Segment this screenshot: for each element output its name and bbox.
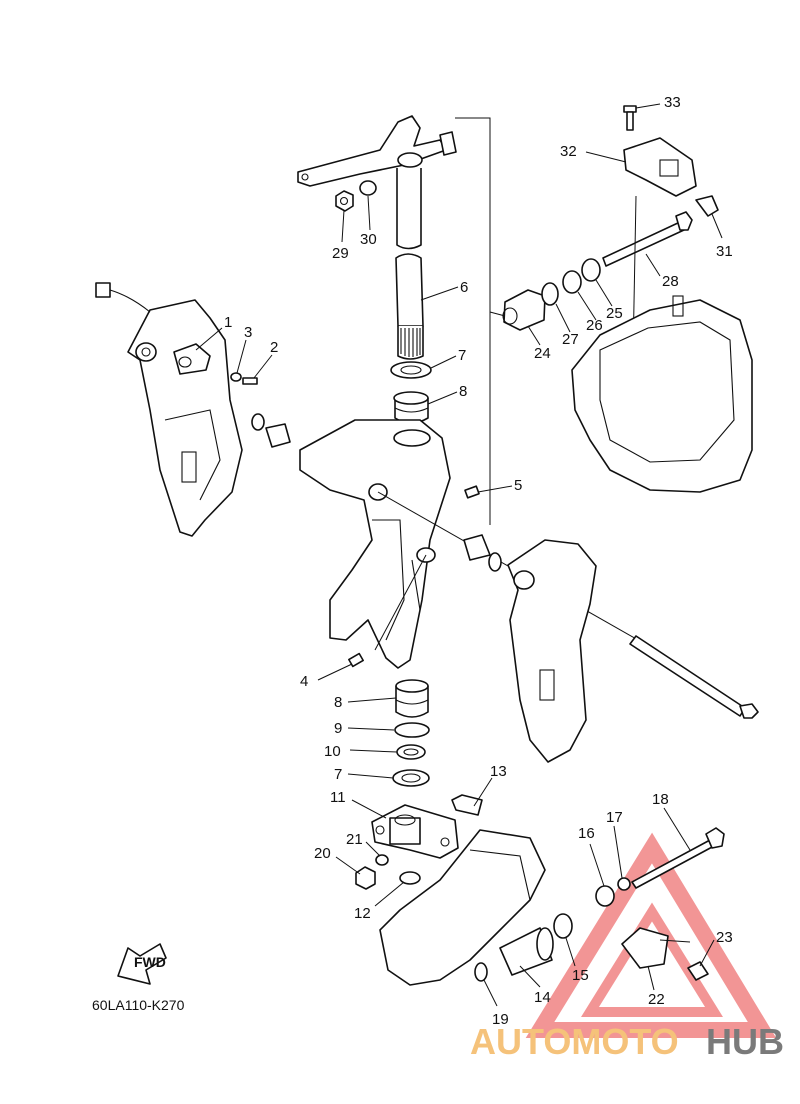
label-30: 30 [360, 231, 377, 248]
label-25: 25 [606, 305, 623, 322]
o-ring-9 [394, 722, 430, 738]
watermark-logo: AUTOMOTO HUB [470, 1021, 784, 1062]
watermark-text-main: AUTOMOTO [470, 1021, 679, 1062]
clip-12 [399, 871, 421, 885]
label-33: 33 [664, 94, 681, 111]
clamp-bracket-left [127, 299, 243, 537]
washer-15 [553, 913, 573, 939]
label-12: 12 [354, 905, 371, 922]
screw-4 [348, 652, 364, 668]
label-8-upper: 8 [459, 383, 467, 400]
label-1: 1 [224, 314, 232, 331]
bolt-28 [602, 211, 693, 267]
lower-mount-14 [499, 927, 554, 976]
washer-3 [230, 372, 242, 382]
label-16: 16 [578, 825, 595, 842]
washer-right [488, 552, 502, 572]
washer-10 [396, 744, 426, 760]
leader-lines [195, 103, 723, 1007]
bottom-cowling [571, 295, 753, 493]
label-7-lower: 7 [334, 766, 342, 783]
label-17: 17 [606, 809, 623, 826]
label-31: 31 [716, 243, 733, 260]
bushing-8-lower [395, 679, 429, 718]
label-29: 29 [332, 245, 349, 262]
label-4: 4 [300, 673, 308, 690]
bushing-right [463, 534, 491, 561]
label-11: 11 [330, 789, 346, 806]
label-27: 27 [562, 331, 579, 348]
label-15: 15 [572, 967, 589, 984]
nut-29 [335, 190, 354, 212]
screw-2 [242, 377, 258, 385]
label-7-upper: 7 [458, 347, 466, 364]
label-23: 23 [716, 929, 733, 946]
clamp-bracket-right [507, 539, 597, 763]
bushing-left [265, 423, 291, 448]
trim-sensor-1 [95, 282, 211, 375]
fwd-label: FWD [134, 954, 166, 970]
label-8-lower: 8 [334, 694, 342, 711]
upper-mount-24 [502, 289, 546, 331]
label-9: 9 [334, 720, 342, 737]
bolt-18 [631, 827, 725, 889]
bushing-7-lower [392, 769, 430, 787]
bushing-7-upper [390, 361, 432, 379]
watermark-text-hub: HUB [706, 1021, 784, 1062]
label-3: 3 [244, 324, 252, 341]
nut-20 [355, 866, 376, 890]
bracket-13 [451, 794, 483, 816]
label-14: 14 [534, 989, 551, 1006]
label-6: 6 [460, 279, 468, 296]
washer-21 [375, 854, 389, 866]
steering-shaft [395, 168, 424, 360]
part-labels: 1 2 3 4 5 6 7 8 8 9 10 7 11 12 13 14 15 … [224, 94, 733, 1028]
swivel-bracket [299, 419, 451, 669]
steering-arm [297, 115, 457, 187]
through-bolt [629, 635, 759, 719]
cover-31 [695, 195, 719, 217]
fwd-arrow: FWD [117, 943, 167, 985]
label-19: 19 [492, 1011, 509, 1028]
label-32: 32 [560, 143, 577, 160]
label-10: 10 [324, 743, 341, 760]
grease-nipple-5 [464, 485, 480, 499]
lower-cowling [379, 829, 546, 986]
watermark-triangle [525, 832, 777, 1038]
label-28: 28 [662, 273, 679, 290]
collar-16 [595, 885, 615, 907]
washer-19 [474, 962, 488, 982]
washer-17 [617, 877, 631, 891]
washer-25 [581, 258, 601, 282]
bushing-8-upper [393, 391, 429, 424]
label-24: 24 [534, 345, 551, 362]
label-18: 18 [652, 791, 669, 808]
washer-30 [359, 180, 377, 196]
bolt-23 [687, 961, 709, 981]
label-13: 13 [490, 763, 507, 780]
collar-27 [541, 282, 559, 306]
label-26: 26 [586, 317, 603, 334]
washer-left [251, 413, 265, 431]
lower-mount-housing-11 [371, 804, 459, 859]
washer-26 [562, 270, 582, 294]
label-2: 2 [270, 339, 278, 356]
ground-lead-22 [621, 927, 691, 969]
bolt-33 [623, 105, 637, 131]
diagram-code: 60LA110-K270 [92, 997, 185, 1013]
mount-bracket-32 [623, 137, 697, 197]
label-21: 21 [346, 831, 363, 848]
label-22: 22 [648, 991, 665, 1008]
label-20: 20 [314, 845, 331, 862]
label-5: 5 [514, 477, 522, 494]
